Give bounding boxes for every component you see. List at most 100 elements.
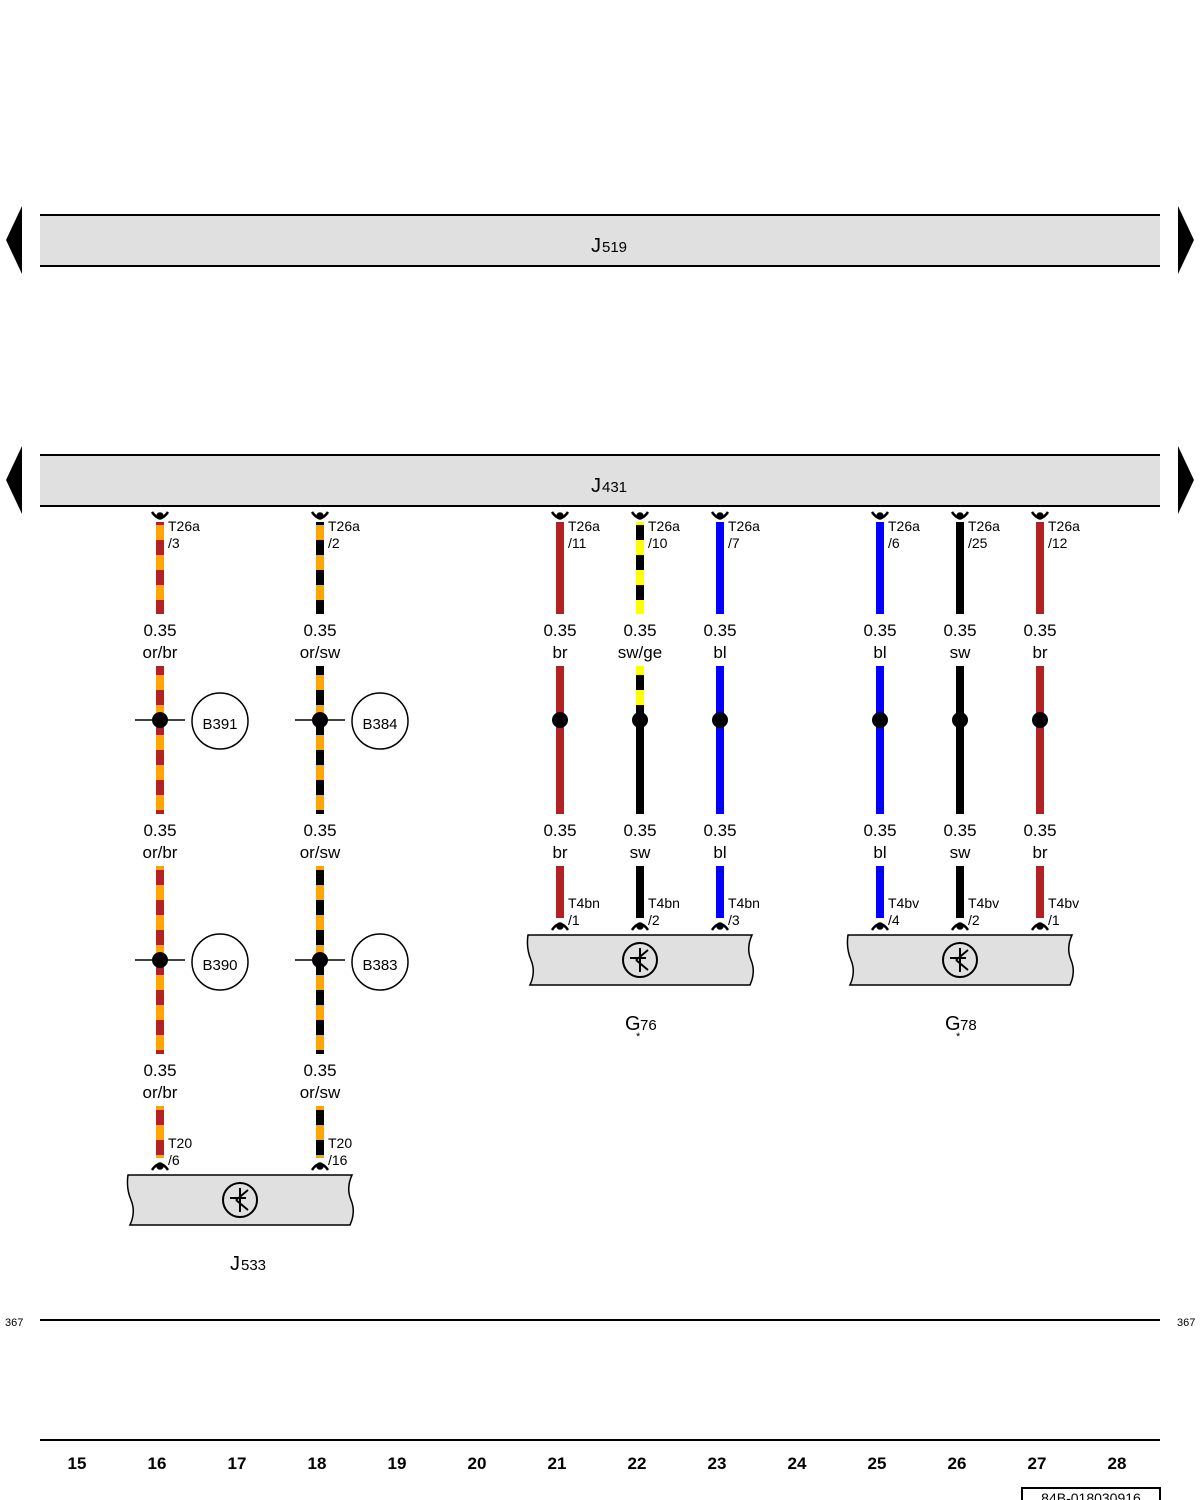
wire-color-label: or/sw (300, 643, 341, 662)
wire-labels-row-1: 0.35 or/br 0.35 or/sw 0.35 br 0.35 sw/ge… (143, 621, 1057, 662)
wire-color-label: br (1032, 843, 1047, 862)
bottom-connector-label: T4bn (648, 895, 680, 911)
top-pin-label: /10 (648, 535, 668, 551)
wire-segment (716, 666, 724, 814)
connector-pin-icon (1030, 511, 1050, 520)
splice-dot-icon (952, 712, 968, 728)
component-g78: G 78 * (846, 934, 1074, 1043)
splice-dot-icon (152, 952, 168, 968)
top-pin-label: /25 (968, 535, 988, 551)
sensor-icon (622, 942, 658, 978)
bottom-pin-label: /3 (728, 912, 740, 928)
splice-label: B383 (362, 957, 397, 974)
top-pin-label: /12 (1048, 535, 1068, 551)
connector-pin-icon (310, 1162, 330, 1171)
wire-gauge-label: 0.35 (143, 821, 176, 840)
splice-dot-icon (152, 712, 168, 728)
wire-segment (636, 710, 644, 814)
splice-dot-icon (632, 712, 648, 728)
wire-segment (156, 666, 164, 814)
wire-color-label: or/sw (300, 843, 341, 862)
g76-label-name: G (625, 1013, 641, 1035)
bottom-connector-pins (150, 922, 1050, 1171)
wire-segment (1036, 522, 1044, 614)
wire-segment (156, 522, 164, 614)
wire-gauge-label: 0.35 (303, 621, 336, 640)
sensor-icon (942, 942, 978, 978)
wire-gauge-label: 0.35 (863, 621, 896, 640)
wire-gauge-label: 0.35 (303, 821, 336, 840)
component-j533: J 533 (126, 1174, 354, 1275)
bottom-connector-label: T4bn (728, 895, 760, 911)
wire-gauge-label: 0.35 (943, 821, 976, 840)
bottom-pin-label: /16 (328, 1152, 348, 1168)
connector-pin-icon (310, 511, 330, 520)
top-connector-labels: T26a /3 T26a /2 T26a /11 T26a /10 T26a /… (168, 518, 1080, 551)
wire-segment (956, 866, 964, 918)
connector-pin-icon (150, 1162, 170, 1171)
wire-color-label: sw/ge (618, 643, 662, 662)
connector-pin-icon (710, 511, 730, 520)
column-number: 17 (228, 1454, 247, 1473)
column-number: 19 (388, 1454, 407, 1473)
wire-color-label: or/br (143, 843, 178, 862)
g78-label-sub: 78 (960, 1017, 977, 1034)
bottom-pin-label: /1 (1048, 912, 1060, 928)
continue-left-arrow-icon (6, 446, 22, 514)
top-connector-label: T26a (888, 518, 920, 534)
wire-segment (716, 866, 724, 918)
wire-segment (556, 866, 564, 918)
wire-gauge-label: 0.35 (623, 621, 656, 640)
top-connector-label: T26a (728, 518, 760, 534)
splice-dot-icon (712, 712, 728, 728)
wire-gauge-label: 0.35 (543, 621, 576, 640)
column-number: 28 (1108, 1454, 1127, 1473)
column-number: 25 (868, 1454, 887, 1473)
wire-segment (636, 522, 644, 614)
splice-dot-icon (312, 952, 328, 968)
component-g76: G 76 * (526, 934, 754, 1043)
wire-segment (1036, 666, 1044, 814)
bottom-connector-label: T20 (168, 1135, 192, 1151)
g78-label-name: G (945, 1013, 961, 1035)
top-connector-label: T26a (1048, 518, 1080, 534)
wire-segment (876, 522, 884, 614)
splice-points: B391 B384 B390 B383 (135, 692, 1048, 991)
wire-segment (556, 522, 564, 614)
wire-gauge-label: 0.35 (703, 621, 736, 640)
bottom-pin-label: /2 (968, 912, 980, 928)
wire-segment (956, 666, 964, 814)
wire-gauge-label: 0.35 (623, 821, 656, 840)
document-number-box: 84B-018030916 (1021, 1487, 1161, 1500)
wire-color-label: br (552, 643, 567, 662)
wire-gauge-label: 0.35 (543, 821, 576, 840)
column-number-strip: 15 16 17 18 19 20 21 22 23 24 25 26 27 2… (40, 1439, 1160, 1473)
top-connector-label: T26a (568, 518, 600, 534)
wire-segment (316, 666, 324, 814)
wire-labels-row-3: 0.35 or/br 0.35 or/sw (143, 1061, 342, 1102)
bottom-connector-label: T4bv (888, 895, 919, 911)
splice-dot-icon (312, 712, 328, 728)
wire-gauge-label: 0.35 (1023, 621, 1056, 640)
top-pin-label: /3 (168, 535, 180, 551)
j519-label-name: J (591, 235, 601, 257)
wire-gauge-label: 0.35 (863, 821, 896, 840)
wire-gauge-label: 0.35 (143, 621, 176, 640)
top-connector-label: T26a (328, 518, 360, 534)
splice-label: B391 (202, 716, 237, 733)
column-number: 26 (948, 1454, 967, 1473)
ground-ref-left: 367 (5, 1317, 23, 1329)
wire-color-label: or/br (143, 1083, 178, 1102)
j533-label-sub: 533 (241, 1257, 266, 1274)
module-j519: J 519 (6, 206, 1194, 274)
wire-color-label: or/br (143, 643, 178, 662)
top-pin-label: /7 (728, 535, 740, 551)
top-connector-label: T26a (648, 518, 680, 534)
document-number: 84B-018030916 (1041, 1490, 1141, 1500)
bottom-connector-labels: T20 /6 T20 /16 T4bn /1 T4bn /2 T4bn /3 T… (168, 895, 1079, 1168)
wire-color-label: bl (873, 643, 886, 662)
top-pin-label: /6 (888, 535, 900, 551)
connector-pin-icon (630, 922, 650, 931)
wires (156, 522, 1044, 1158)
